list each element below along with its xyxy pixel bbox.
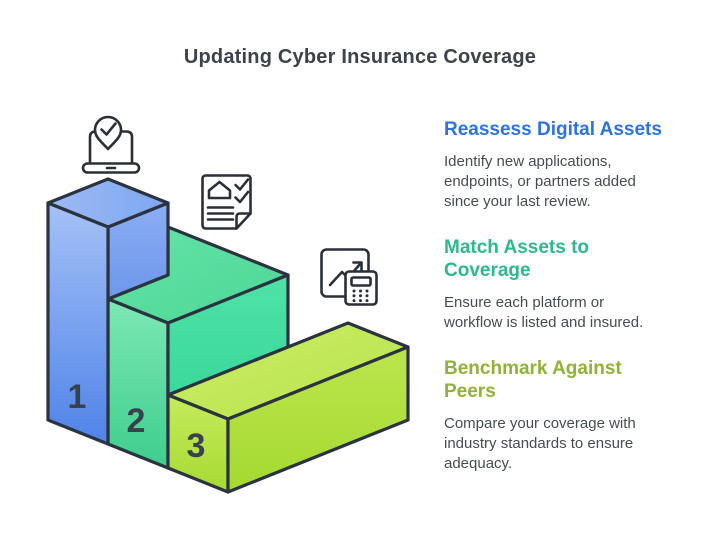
step-3-section: Benchmark Against Peers Compare your cov… <box>444 357 662 474</box>
step-3-description: Compare your coverage with industry stan… <box>444 415 636 472</box>
step-2-section: Match Assets to Coverage Ensure each pla… <box>444 236 662 333</box>
laptop-location-check-icon <box>81 115 141 174</box>
step-2-heading: Match Assets to Coverage <box>444 237 589 281</box>
step-3-number: 3 <box>187 427 206 465</box>
step-2-block <box>106 225 290 470</box>
chart-calculator-icon <box>320 248 378 306</box>
checklist-document-icon <box>201 174 252 230</box>
step-2-front-face <box>106 297 170 470</box>
step-1-front-face <box>46 201 110 446</box>
step-1-number: 1 <box>68 378 87 416</box>
step-1-block <box>46 177 170 446</box>
step-3-heading: Benchmark Against Peers <box>444 358 622 402</box>
step-1-description: Identify new applications, endpoints, or… <box>444 153 636 210</box>
step-3-right-face <box>226 345 410 494</box>
step-3-block <box>166 321 410 494</box>
step-2-description: Ensure each platform or workflow is list… <box>444 294 644 331</box>
step-2-number: 2 <box>127 402 146 440</box>
step-1-section: Reassess Digital Assets Identify new app… <box>444 118 662 212</box>
steps-text-column: Reassess Digital Assets Identify new app… <box>444 118 662 498</box>
page-title: Updating Cyber Insurance Coverage <box>183 46 537 68</box>
step-1-heading: Reassess Digital Assets <box>444 119 662 140</box>
